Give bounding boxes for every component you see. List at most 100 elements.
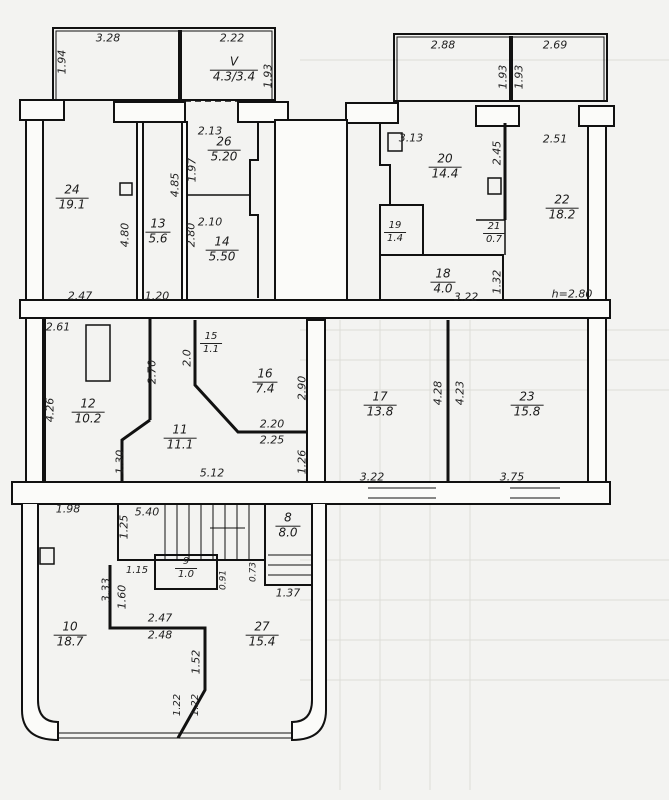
dimension-label: 1.97 (185, 157, 199, 183)
room-area: 10.2 (74, 411, 102, 426)
dimension-label: 1.93 (512, 64, 526, 90)
dimension-label: 2.47 (147, 611, 173, 625)
room-area: 19.1 (58, 197, 86, 212)
dimension-label: 2.0 (180, 349, 194, 367)
room-number: 18 (430, 267, 456, 283)
dimension-label: 4.80 (118, 222, 132, 248)
room-number: 21 (483, 221, 505, 234)
dimension-label: 1.20 (144, 289, 170, 303)
dimension-label: 2.47 (67, 289, 93, 303)
dimension-label: 5.40 (134, 505, 160, 519)
dimension-label: 1.22 (190, 693, 201, 717)
room-area: 15.4 (248, 634, 276, 649)
room-number: 17 (363, 390, 397, 406)
dimension-label: 3.22 (453, 290, 479, 304)
room-number: 19 (384, 220, 406, 233)
dimension-label: 2.48 (147, 628, 173, 642)
dimension-label: 1.52 (189, 649, 203, 675)
room-area: 11.1 (166, 437, 194, 452)
dimension-label: 0.73 (248, 561, 259, 583)
dimension-label: 1.26 (295, 449, 309, 475)
room-area: 7.4 (255, 381, 275, 396)
dimension-label: 2.45 (490, 140, 504, 166)
dimension-label: 2.20 (259, 417, 285, 431)
room-area: 15.8 (513, 404, 541, 419)
paper-grid (300, 59, 669, 790)
room-number: 20 (428, 152, 462, 168)
dimension-label: 1.60 (115, 584, 129, 610)
dimension-label: 1.25 (117, 514, 131, 540)
room-area: 0.7 (486, 233, 502, 245)
dimension-label: 2.61 (45, 320, 71, 334)
dimension-label: 2.88 (430, 38, 456, 52)
room-number: 8 (275, 511, 301, 527)
dimension-label: 2.69 (542, 38, 568, 52)
dimension-label: 4.28 (431, 380, 445, 406)
dimension-label: 5.12 (199, 466, 225, 480)
dimension-label: 3.13 (398, 131, 424, 145)
dimension-label: 1.93 (496, 64, 510, 90)
room-area: 8.0 (278, 525, 298, 540)
dimension-label: 1.15 (125, 565, 149, 576)
dimension-label: 3.33 (99, 577, 113, 603)
room-area: 5.50 (208, 249, 236, 264)
room-area: 18.7 (56, 634, 84, 649)
room-area: 1.0 (178, 568, 194, 580)
dimension-label: 1.94 (55, 49, 69, 75)
dimension-label: 4.26 (43, 397, 57, 423)
room-number: 15 (200, 331, 222, 344)
dimension-label: 2.22 (219, 31, 245, 45)
room-number: 23 (510, 390, 544, 406)
dimension-label: 3.75 (499, 470, 525, 484)
dimension-label: 3.22 (359, 470, 385, 484)
room-number: 26 (207, 135, 241, 151)
dimension-label: 4.85 (168, 172, 182, 198)
room-number: 12 (71, 397, 105, 413)
room-area: 14.4 (431, 166, 459, 181)
room-area: 5.6 (148, 231, 168, 246)
dimension-label: 1.98 (55, 502, 81, 516)
dimension-label: 2.51 (542, 132, 568, 146)
dimension-label: 3.28 (95, 31, 121, 45)
dimension-label: 2.90 (295, 375, 309, 401)
room-number: 11 (163, 423, 197, 439)
dimension-label: 2.70 (145, 359, 159, 385)
walls (11, 27, 615, 742)
ceiling-height-label: h=2.80 (551, 287, 593, 301)
room-number: 14 (205, 235, 239, 251)
dimension-label: 1.30 (113, 449, 127, 475)
room-number: 24 (55, 183, 89, 199)
dimension-label: 2.80 (184, 222, 198, 248)
room-area: 1.4 (387, 232, 403, 244)
room-number: 27 (245, 620, 279, 636)
room-area: 18.2 (548, 207, 576, 222)
dimension-label: 1.37 (275, 586, 301, 600)
room-number: 16 (252, 367, 278, 383)
dimension-label: 1.93 (261, 63, 275, 89)
dimension-label: 0.91 (218, 569, 229, 591)
dimension-label: 2.25 (259, 433, 285, 447)
dimension-label: 1.22 (172, 693, 183, 717)
dimension-label: 1.32 (490, 269, 504, 295)
stair-treads (164, 504, 312, 576)
room-area: 4.0 (433, 281, 453, 296)
dimension-label: 2.13 (197, 124, 223, 138)
